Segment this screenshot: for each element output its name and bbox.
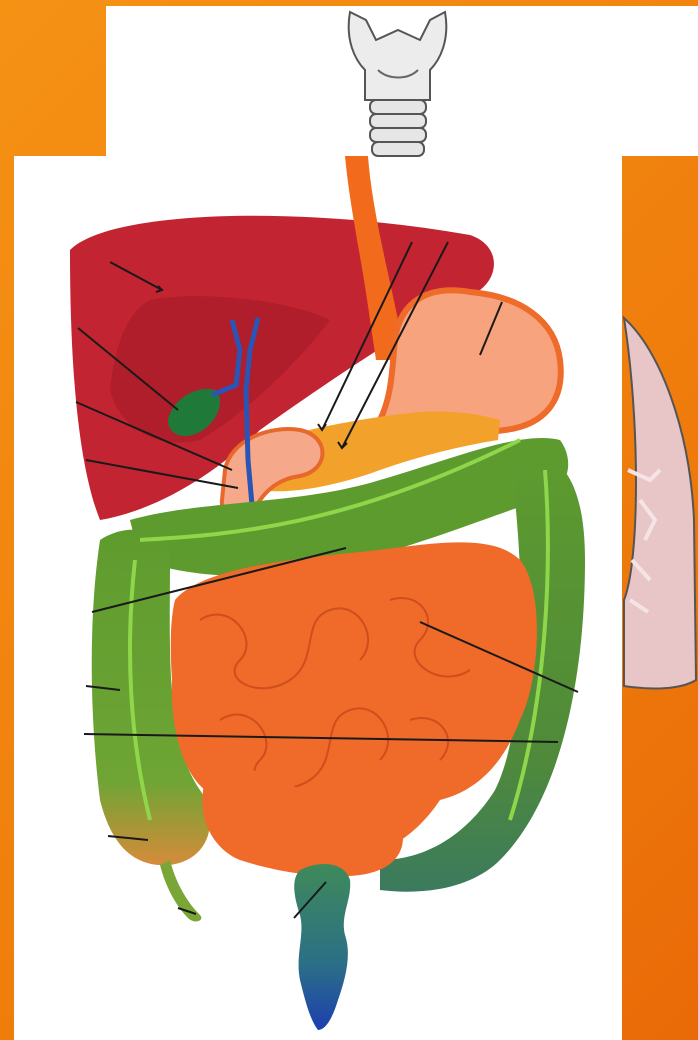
- rectum: [294, 864, 350, 1030]
- lung: [624, 318, 696, 688]
- larynx-trachea: [349, 12, 447, 156]
- appendix: [160, 860, 201, 921]
